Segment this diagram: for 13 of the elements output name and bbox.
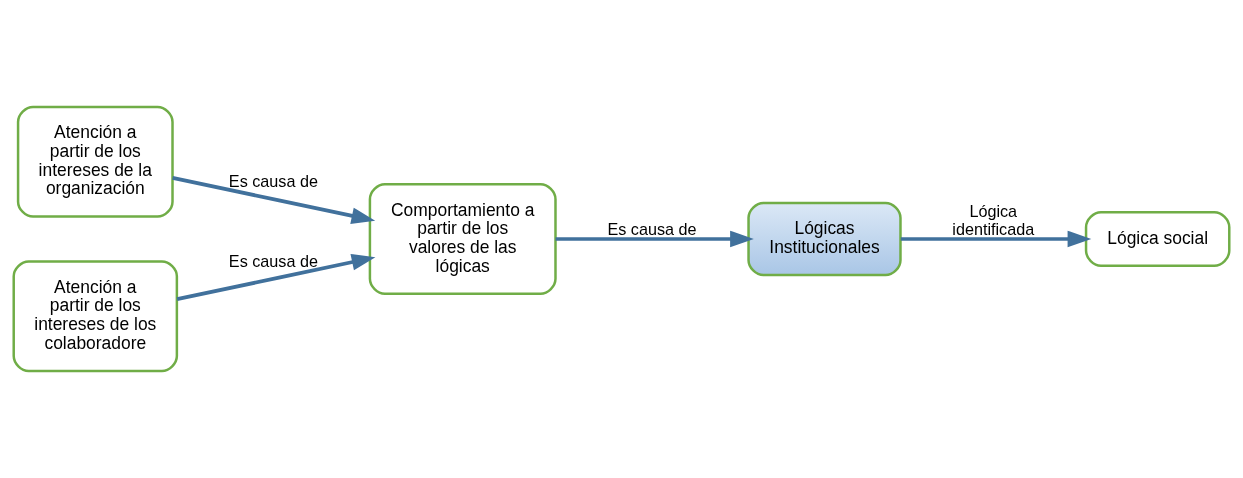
node-box: Atención a partir de los intereses de la organización: [16, 105, 174, 218]
arrow: [555, 230, 754, 248]
edge-label: Lógica identificada: [952, 202, 1035, 238]
edge-label: Es causa de: [228, 251, 318, 270]
arrow: [172, 176, 376, 224]
node-box: Comportamiento a partir de los valores de las lógicas: [368, 182, 557, 296]
edge-label: Es causa de: [228, 172, 318, 191]
node-box: Atención a partir de los intereses de los colaboradore: [12, 260, 179, 373]
arrow: [900, 230, 1092, 248]
edge-label: Es causa de: [607, 219, 697, 238]
arrow: [176, 254, 376, 301]
node-box: Lógicas Institucionales: [747, 201, 902, 277]
node-box: Lógica social: [1084, 210, 1231, 268]
